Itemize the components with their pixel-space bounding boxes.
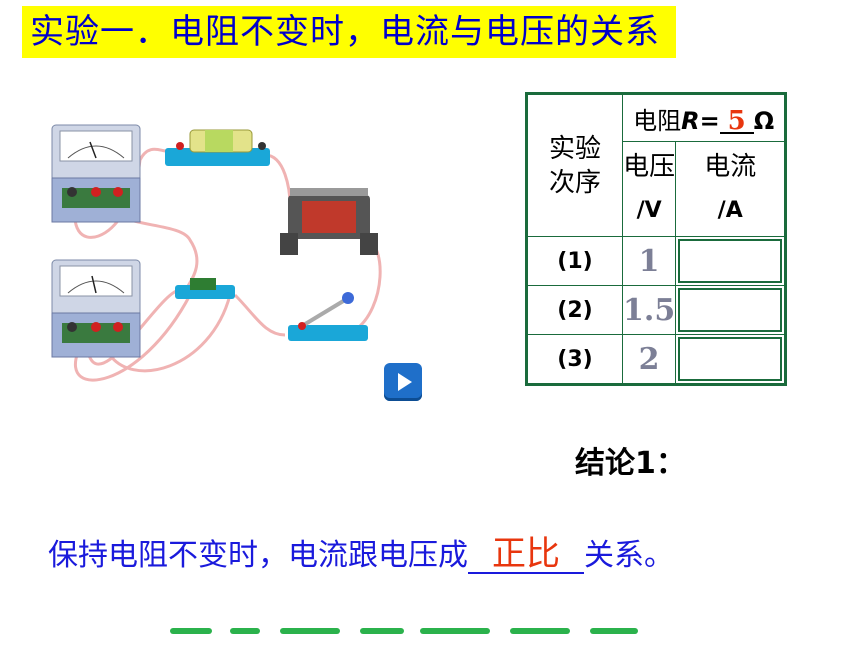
cropped-next-line: [170, 628, 660, 645]
voltage-value: 2: [621, 334, 677, 385]
row-header: 实验次序: [526, 93, 623, 237]
row-index: (3): [526, 334, 623, 385]
current-cell: [675, 285, 787, 335]
ammeter: [51, 124, 141, 223]
voltage-value: 1: [621, 236, 677, 286]
conclusion-label: 结论1：: [575, 446, 686, 481]
conclusion-statement: 保持电阻不变时，电流跟电压成正比关系。: [48, 530, 674, 574]
current-input-box: [678, 239, 783, 283]
wire: [74, 294, 192, 382]
statement-answer: 正比: [468, 536, 584, 574]
wire: [106, 294, 232, 373]
statement-suffix: 关系。: [584, 538, 674, 573]
current-cell: [675, 334, 787, 385]
slide-title: 实验一．电阻不变时，电流与电压的关系: [22, 6, 676, 58]
wire: [233, 293, 286, 337]
switch: [288, 292, 368, 341]
voltage-value: 1.5: [621, 285, 677, 335]
resistance-symbol: R: [681, 106, 700, 135]
voltage-unit: /V: [636, 198, 662, 223]
current-unit: /A: [717, 198, 743, 223]
resistance-value: 5: [719, 108, 754, 134]
current-input-box: [678, 288, 783, 332]
row-index: (2): [526, 285, 623, 335]
resistance-equals: =: [699, 106, 720, 135]
resistor: [280, 188, 378, 255]
voltage-header: 电压 /V: [621, 141, 677, 237]
voltmeter: [51, 259, 141, 358]
current-cell: [675, 236, 787, 286]
statement-prefix: 保持电阻不变时，电流跟电压成: [48, 538, 468, 573]
circuit-illustration: [51, 124, 382, 382]
current-input-box: [678, 337, 783, 381]
table-row: (2) 1.5: [526, 285, 787, 335]
voltage-header-label: 电压: [623, 152, 676, 182]
current-header-label: 电流: [704, 152, 757, 182]
table-row: (3) 2: [526, 334, 787, 385]
table-row: (1) 1: [526, 236, 787, 286]
resistance-unit: Ω: [753, 106, 775, 135]
current-header: 电流 /A: [675, 141, 787, 237]
row-index: (1): [526, 236, 623, 286]
resistance-label: 电阻: [633, 106, 682, 135]
play-icon[interactable]: [384, 363, 422, 401]
component-small: [175, 278, 235, 299]
battery: [165, 129, 270, 166]
row-header-label: 实验次序: [548, 133, 601, 198]
